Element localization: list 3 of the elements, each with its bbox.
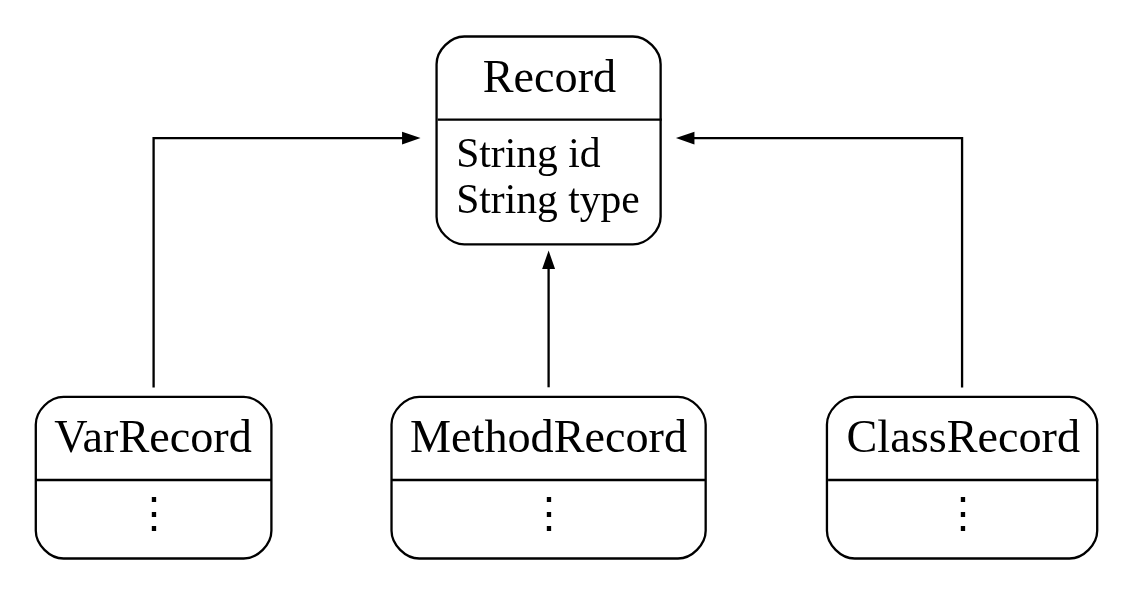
arrow — [152, 131, 421, 388]
arrow — [675, 131, 964, 388]
arrow — [542, 250, 556, 388]
